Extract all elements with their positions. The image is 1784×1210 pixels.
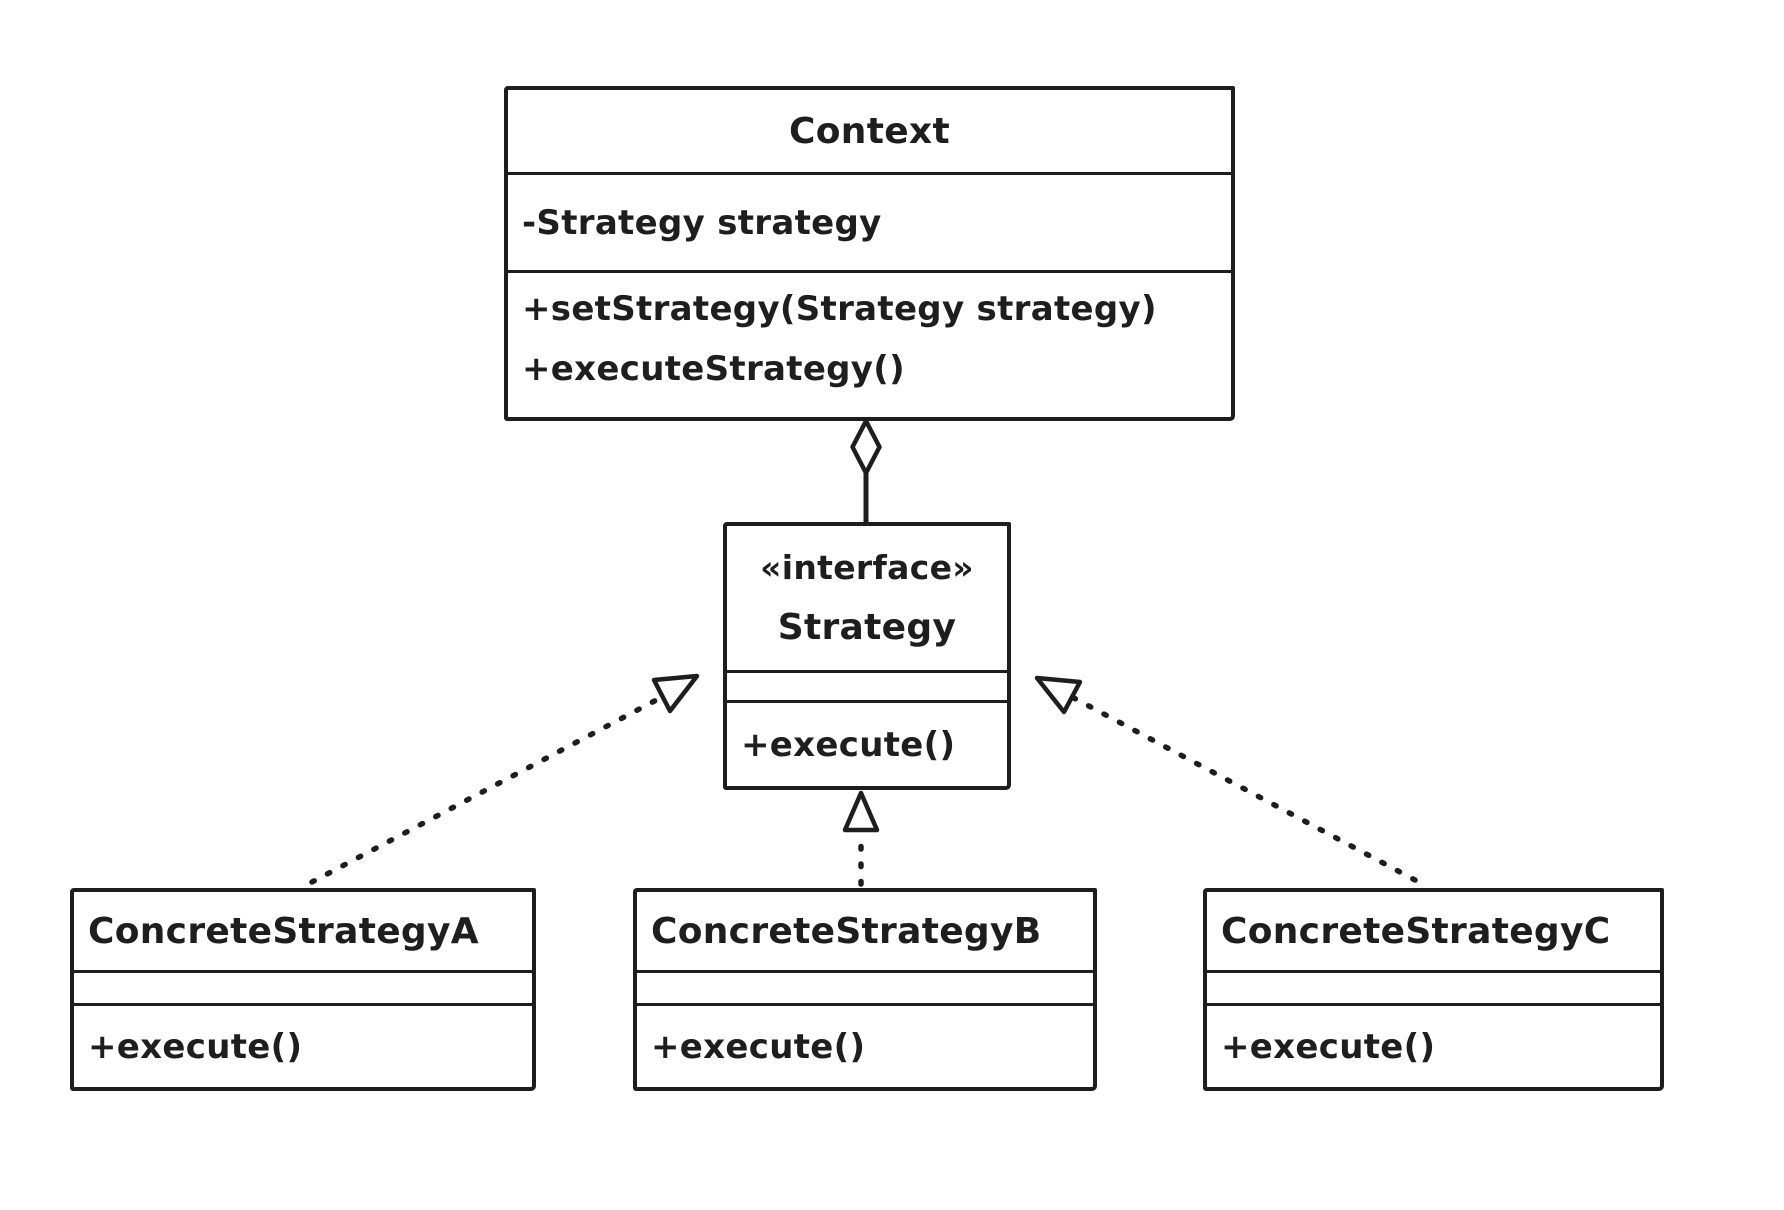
context-class-name: Context	[789, 110, 950, 152]
concrete-a-methods-compartment: +execute()	[74, 1003, 532, 1087]
context-attribute: -Strategy strategy	[522, 202, 882, 243]
concrete-strategy-b-box[interactable]: ConcreteStrategyB +execute()	[633, 888, 1097, 1091]
aggregation-connector[interactable]	[850, 418, 882, 529]
realization-arrowhead-a-icon	[651, 673, 700, 714]
realization-connector-b[interactable]	[842, 790, 880, 887]
concrete-a-attributes-compartment-empty	[74, 970, 532, 1003]
concrete-a-class-name: ConcreteStrategyA	[88, 910, 479, 952]
concrete-b-title-compartment: ConcreteStrategyB	[637, 892, 1093, 970]
strategy-methods-compartment: +execute()	[727, 700, 1007, 786]
concrete-strategy-c-box[interactable]: ConcreteStrategyC +execute()	[1203, 888, 1664, 1091]
concrete-c-class-name: ConcreteStrategyC	[1221, 910, 1611, 952]
realization-line-a[interactable]	[309, 694, 665, 885]
realization-line-c[interactable]	[1069, 694, 1418, 883]
concrete-a-title-compartment: ConcreteStrategyA	[74, 892, 532, 970]
context-title-compartment: Context	[508, 90, 1231, 172]
concrete-b-class-name: ConcreteStrategyB	[651, 910, 1042, 952]
realization-connector-c[interactable]	[1034, 675, 1418, 883]
context-method-setstrategy: +setStrategy(Strategy strategy)	[522, 289, 1157, 329]
strategy-interface-box[interactable]: «interface» Strategy +execute()	[723, 522, 1011, 790]
strategy-attributes-compartment-empty	[727, 670, 1007, 700]
concrete-c-title-compartment: ConcreteStrategyC	[1207, 892, 1660, 970]
strategy-method-execute: +execute()	[741, 724, 956, 765]
realization-connector-a[interactable]	[309, 673, 700, 885]
concrete-c-method-execute: +execute()	[1221, 1026, 1436, 1067]
concrete-c-attributes-compartment-empty	[1207, 970, 1660, 1003]
context-class-box[interactable]: Context -Strategy strategy +setStrategy(…	[504, 86, 1235, 421]
aggregation-diamond-icon	[850, 418, 882, 476]
strategy-stereotype: «interface»	[760, 548, 974, 587]
context-methods-compartment: +setStrategy(Strategy strategy) +execute…	[508, 270, 1231, 417]
context-attributes-compartment: -Strategy strategy	[508, 172, 1231, 270]
realization-arrowhead-b-icon	[842, 790, 880, 833]
concrete-b-attributes-compartment-empty	[637, 970, 1093, 1003]
concrete-c-methods-compartment: +execute()	[1207, 1003, 1660, 1087]
concrete-a-method-execute: +execute()	[88, 1026, 303, 1067]
concrete-b-method-execute: +execute()	[651, 1026, 866, 1067]
realization-arrowhead-c-icon	[1034, 675, 1083, 715]
strategy-title-compartment: «interface» Strategy	[727, 526, 1007, 670]
strategy-interface-name: Strategy	[777, 607, 957, 648]
context-method-executestrategy: +executeStrategy()	[522, 349, 905, 389]
concrete-strategy-a-box[interactable]: ConcreteStrategyA +execute()	[70, 888, 536, 1091]
concrete-b-methods-compartment: +execute()	[637, 1003, 1093, 1087]
